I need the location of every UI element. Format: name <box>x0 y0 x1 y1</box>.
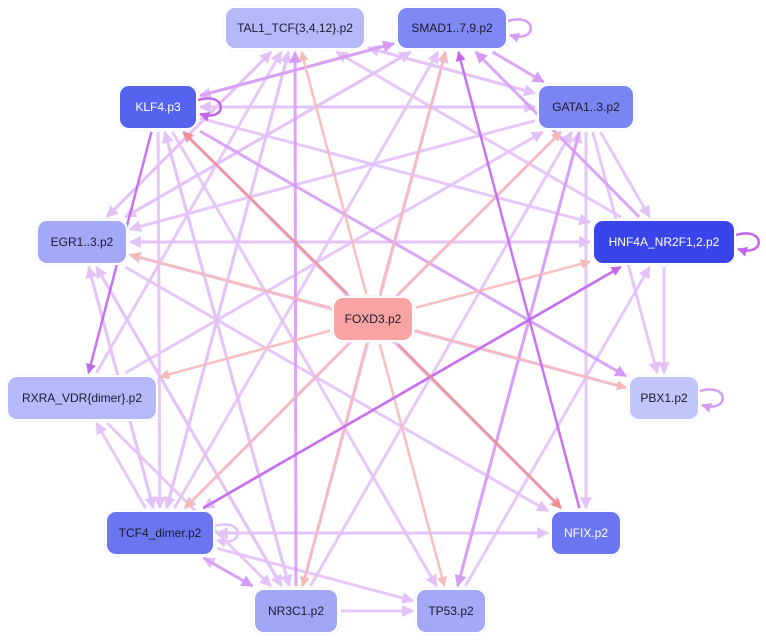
edge-foxd3-hnf4a <box>415 259 591 309</box>
edge-foxd3-nr3c1 <box>300 343 368 587</box>
edge-tcf4-rxra <box>95 421 147 509</box>
edge-tal1-egr1 <box>105 50 273 219</box>
edge-foxd3-nfix <box>396 343 563 509</box>
edge-foxd3-rxra <box>159 329 331 380</box>
edge-hnf4a-tal1 <box>335 50 622 219</box>
edge-nr3c1-tal1 <box>289 50 302 587</box>
edge-tcf4-tp53 <box>216 546 415 604</box>
node-foxd3[interactable]: FOXD3.p2 <box>332 296 414 342</box>
node-gata[interactable]: GATA1..3.p2 <box>537 84 635 130</box>
node-tp53[interactable]: TP53.p2 <box>415 588 487 634</box>
edge-klf4-tp53 <box>171 131 438 588</box>
edge-foxd3-tcf4 <box>183 343 350 509</box>
edge-klf4-smad <box>199 40 396 98</box>
edge-foxd3-pbx1 <box>415 329 627 391</box>
self-loop-hnf4a <box>735 232 760 257</box>
node-tcf4[interactable]: TCF4_dimer.p2 <box>105 510 215 556</box>
edge-smad-gata <box>491 50 545 84</box>
node-egr1[interactable]: EGR1..3.p2 <box>36 219 128 265</box>
edge-egr1-nfix <box>124 265 550 513</box>
edge-rxra-tal1 <box>95 50 283 374</box>
edge-foxd3-gata <box>397 131 562 295</box>
edge-foxd3-egr1 <box>129 252 331 309</box>
edge-foxd3-klf4 <box>182 131 349 295</box>
edge-nr3c1-gata <box>309 130 573 587</box>
node-klf4[interactable]: KLF4.p3 <box>118 84 198 130</box>
edge-klf4-tcf4 <box>153 131 166 510</box>
self-loop-tcf4 <box>214 523 239 548</box>
edge-gata-egr1 <box>128 119 536 233</box>
edge-rxra-gata <box>124 130 544 375</box>
edge-foxd3-tal1 <box>298 51 368 295</box>
edge-klf4-pbx1 <box>199 129 628 378</box>
self-loop-pbx1 <box>699 388 724 413</box>
edge-tcf4-smad <box>173 50 440 509</box>
edge-foxd3-smad <box>378 51 448 295</box>
edge-foxd3-tp53 <box>378 343 447 587</box>
node-rxra[interactable]: RXRA_VDR{dimer}.p2 <box>6 375 158 421</box>
self-loop-smad <box>507 18 532 43</box>
node-pbx1[interactable]: PBX1.p2 <box>628 375 700 421</box>
edge-gata-hnf4a <box>599 131 651 219</box>
node-nr3c1[interactable]: NR3C1.p2 <box>253 588 339 634</box>
edge-nfix-smad <box>455 51 581 509</box>
node-tal1[interactable]: TAL1_TCF{3,4,12}.p2 <box>224 6 366 50</box>
self-loop-klf4 <box>197 97 222 122</box>
node-hnf4a[interactable]: HNF4A_NR2F1,2.p2 <box>592 219 736 265</box>
edge-tcf4-hnf4a <box>202 265 622 510</box>
node-smad[interactable]: SMAD1..7,9.p2 <box>396 6 508 50</box>
node-nfix[interactable]: NFIX.p2 <box>550 510 622 556</box>
edge-tcf4-nr3c1 <box>202 556 254 588</box>
